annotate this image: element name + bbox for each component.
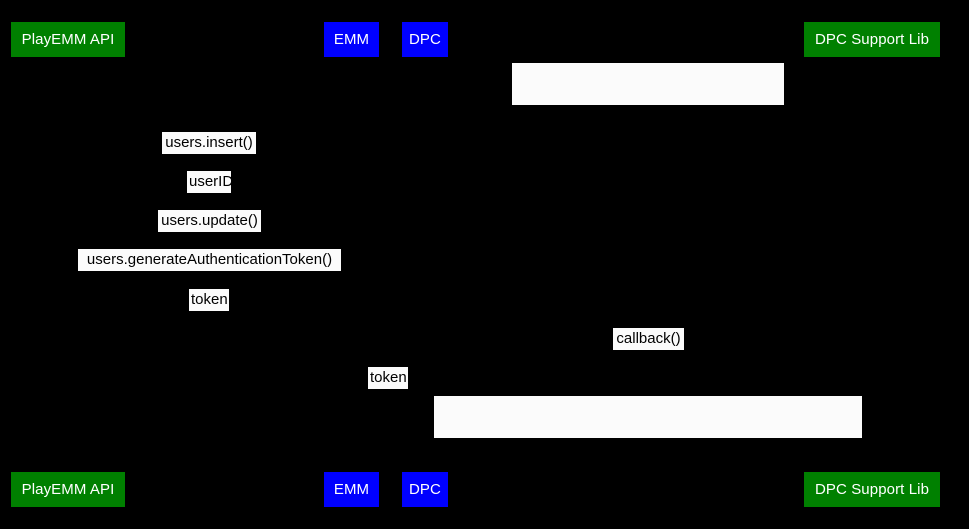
participant-label: DPC [409, 481, 441, 498]
lifeline-dpc [425, 57, 426, 472]
message-label-users-insert: users.insert() [162, 132, 256, 154]
message-line-2: .ensureWorkingEnvironment(callback) [521, 165, 775, 182]
message-label-users-update: users.update() [158, 210, 261, 232]
message-label-token-lower: token [368, 367, 408, 389]
participant-playemm-api-top[interactable]: PlayEMM API [11, 22, 125, 57]
message-label-add-android-for-work-account: androidForWorkAccountSupport .addAndroid… [434, 396, 862, 515]
message-arrow-6 [68, 311, 351, 312]
participant-playemm-api-bottom[interactable]: PlayEMM API [11, 472, 125, 507]
participant-label: EMM [333, 31, 370, 48]
message-line-1: androidForWorkAccountSupport [541, 105, 755, 122]
message-arrow-5 [68, 271, 351, 272]
lifeline-playemm [68, 57, 69, 472]
participant-label: PlayEMM API [21, 481, 115, 498]
message-label-generate-authentication-token: users.generateAuthenticationToken() [78, 249, 341, 271]
participant-dpc-top[interactable]: DPC [402, 22, 448, 57]
lifeline-emm [351, 57, 352, 472]
message-arrow-7 [425, 350, 871, 351]
message-arrow-3 [68, 193, 351, 194]
participant-emm-bottom[interactable]: EMM [324, 472, 379, 507]
participant-dpc-support-lib-top[interactable]: DPC Support Lib [804, 22, 940, 57]
message-label-user-id: userID [187, 171, 233, 193]
message-label-ensure-working-environment: androidForWorkAccountSupport .ensureWork… [512, 63, 784, 182]
participant-label: DPC [409, 31, 441, 48]
message-arrow-9 [425, 438, 871, 439]
message-arrow-8 [351, 389, 425, 390]
participant-label: PlayEMM API [21, 31, 115, 48]
participant-dpc-bottom[interactable]: DPC [402, 472, 448, 507]
message-label-token-upper: token [189, 289, 229, 311]
message-arrow-1 [425, 105, 871, 106]
participant-label: DPC Support Lib [814, 481, 930, 498]
participant-label: DPC Support Lib [814, 31, 930, 48]
message-line-1: androidForWorkAccountSupport [541, 438, 755, 455]
participant-dpc-support-lib-bottom[interactable]: DPC Support Lib [804, 472, 940, 507]
message-line-2: .addAndroidForWorkAccount(token, account… [447, 498, 849, 515]
message-label-callback: callback() [613, 328, 684, 350]
message-arrow-4 [68, 232, 351, 233]
lifeline-dpcsupportlib [871, 57, 872, 472]
participant-emm-top[interactable]: EMM [324, 22, 379, 57]
message-arrow-2 [68, 154, 351, 155]
participant-label: EMM [333, 481, 370, 498]
